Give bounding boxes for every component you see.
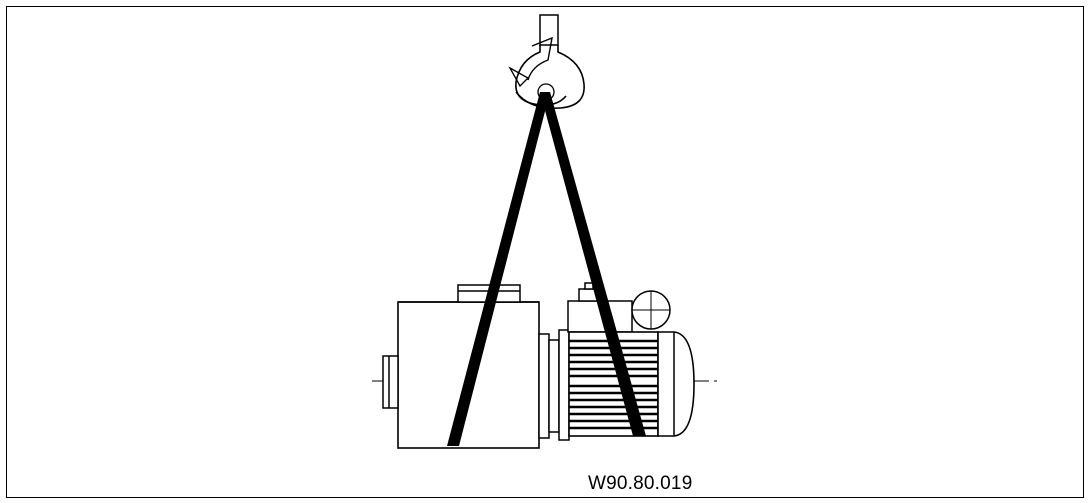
figure-reference-code: W90.80.019 bbox=[588, 473, 693, 494]
lifting-sling-icon bbox=[447, 92, 646, 446]
left-sling bbox=[447, 92, 550, 446]
right-sling bbox=[540, 92, 646, 436]
